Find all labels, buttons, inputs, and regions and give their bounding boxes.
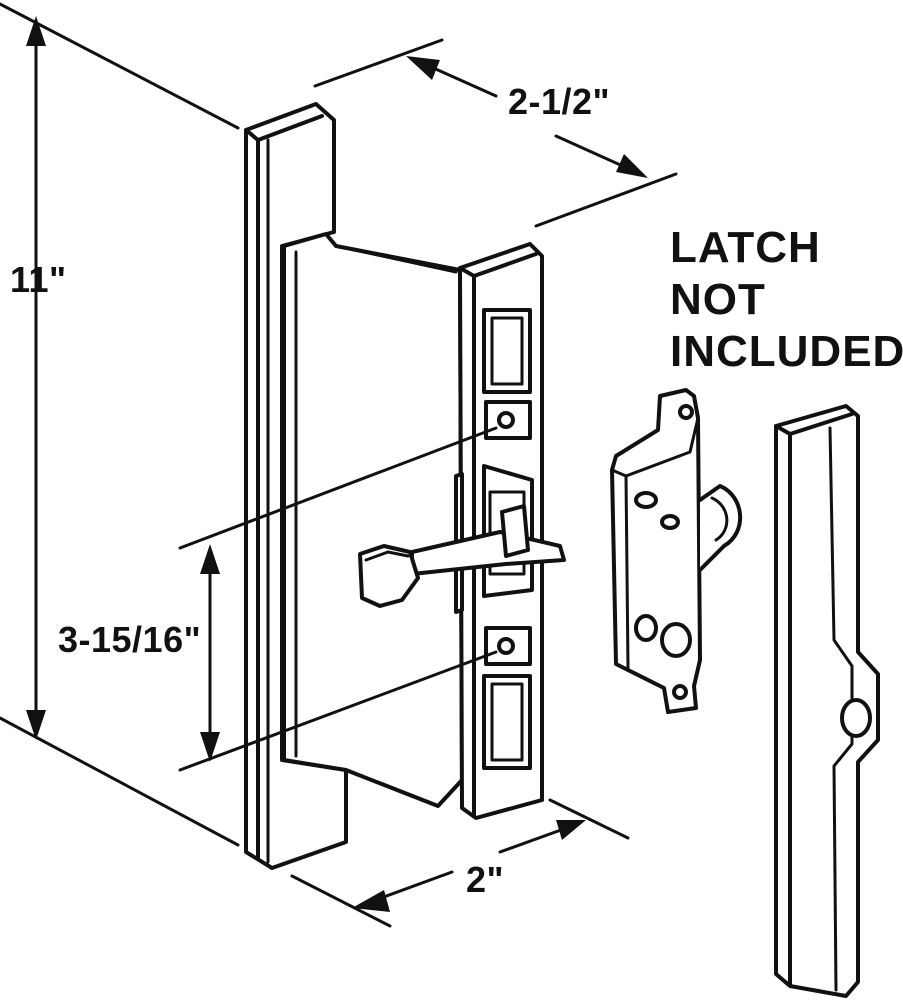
arrow-head-down [200,732,220,762]
note-line: INCLUDED [670,327,903,376]
arrow-head-up [26,16,46,46]
arrow-head-up [200,544,220,574]
top-width-dimension-label: 2-1/2" [508,81,611,122]
handle-grip-bar [244,102,348,870]
depth-dimension-label: 2" [466,859,505,900]
top-width-dimension [313,38,678,228]
inside-pull-bar [774,404,880,998]
depth-dimension [290,798,630,928]
latch-not-included-note: LATCH NOT INCLUDED [670,222,903,378]
hole-spacing-dimension [178,426,498,772]
height-dimension-label: 11" [10,259,67,300]
arrow-head-right [556,820,586,840]
arrow-head-down [26,710,46,740]
note-line: NOT [670,275,766,324]
note-line: LATCH [670,223,821,272]
arrow-head-left [352,890,390,912]
latch-mechanism [610,388,742,714]
arrow-head-right [616,154,648,178]
hole-spacing-dimension-label: 3-15/16" [58,619,202,660]
arrow-head-left [406,56,440,80]
thumb-lever [358,472,566,614]
height-dimension [0,2,240,847]
